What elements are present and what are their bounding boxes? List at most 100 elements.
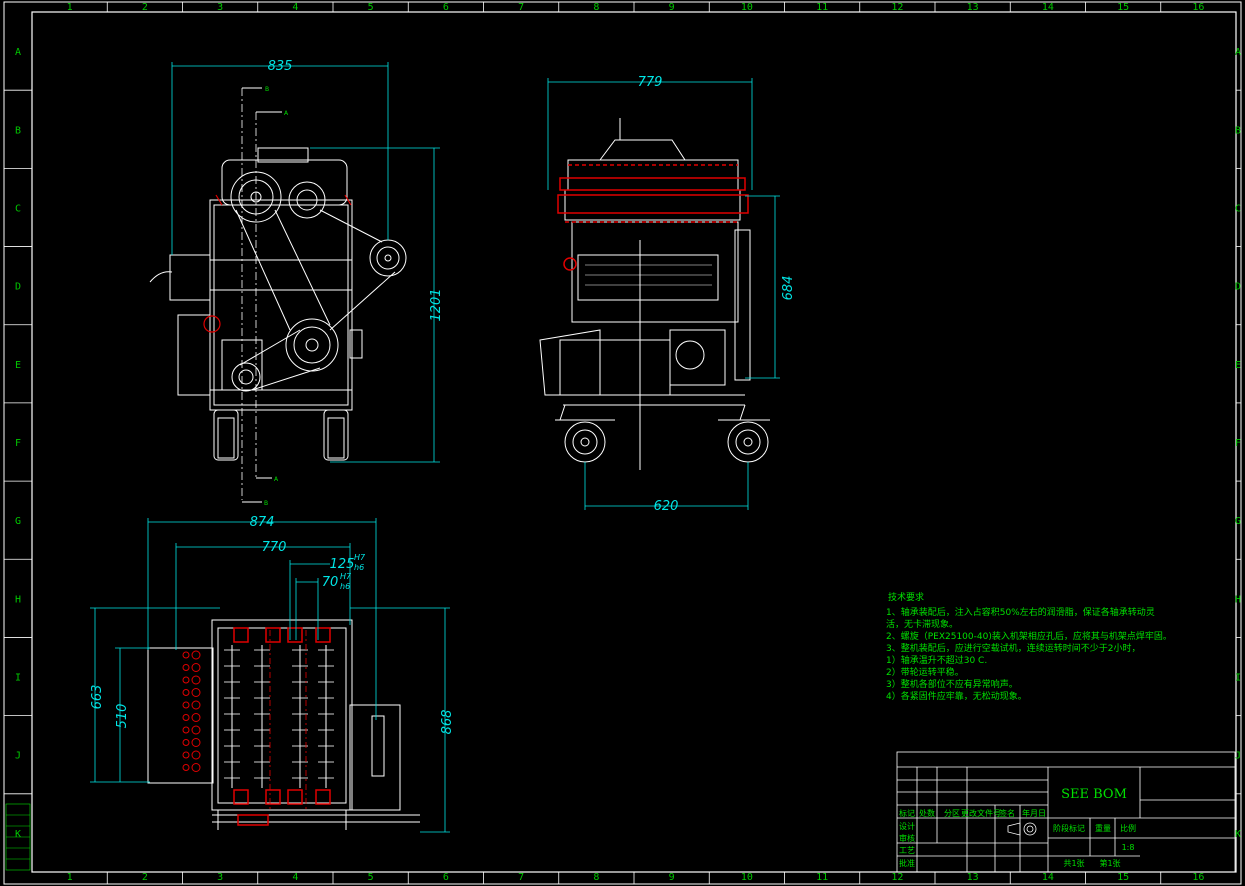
plan-detail [182,726,190,734]
revision-side-table [5,803,31,871]
plan-510-dim: 510 [115,704,130,729]
grid-col-label: 16 [1192,2,1204,13]
grid-row-label: B [1235,125,1241,136]
role-design: 设计 [899,821,915,831]
plan-view-dim-lines [90,518,450,833]
front-view-dim-lines [171,62,440,463]
sheet-number: 第1张 [1099,858,1120,868]
plan-detail [182,664,190,671]
side-top-dim: 779 [638,75,663,90]
plan-detail [182,714,190,721]
plan-detail [182,764,190,771]
front-view-red-parts [203,194,352,333]
header-count: 处数 [919,808,935,818]
grid-row-label: H [15,594,21,605]
plan-detail [191,700,201,710]
grid-col-label: 8 [593,872,599,883]
plan-detail [191,738,201,747]
plan-125-fit-upper: H7 [354,553,366,562]
grid-row-label: F [1235,438,1241,449]
plan-874-dim: 874 [250,515,275,530]
grid-col-label: 15 [1117,2,1129,13]
grid-col-label: 9 [669,2,675,13]
role-process: 工艺 [899,846,915,855]
header-zone: 分区 [944,809,960,818]
front-width-dim: 835 [268,59,293,74]
plan-detail [191,663,201,672]
grid-row-label: K [1235,829,1241,840]
grid-col-label: 13 [967,2,979,13]
plan-868-dim: 868 [440,710,455,735]
grid-col-label: 4 [292,2,298,13]
grid-row-label: D [15,282,21,293]
title-block [896,751,1236,873]
grid-row-label: G [1235,516,1241,527]
grid-row-label: C [15,203,21,214]
grid-col-label: 5 [368,2,374,13]
section-b-label-bottom: B [264,500,268,507]
grid-col-label: 14 [1042,872,1054,883]
plan-70-fit-upper: H7 [340,572,352,581]
grid-row-label: F [15,438,21,449]
grid-col-label: 6 [443,2,449,13]
plan-view [147,619,420,830]
grid-col-label: 9 [669,872,675,883]
role-review: 审核 [899,833,915,843]
notes-line-4: 3、整机装配后，应进行空载试机，连续运转时间不少于2小时， [886,642,1140,654]
label-weight: 重量 [1095,823,1111,833]
section-a-label-bottom: A [274,476,279,483]
notes-line-3: 2、螺旋（PEX25100-40)装入机架相应孔后，应将其与机架点焊牢固。 [886,630,1172,642]
side-bottom-dim: 620 [654,499,679,514]
notes-line-1: 1、轴承装配后，注入占容积50%左右的润滑脂，保证各轴承转动灵 [886,606,1155,618]
side-view-grid [585,264,712,286]
plan-detail [182,739,190,746]
plan-125-fit-lower: h6 [354,563,364,572]
plan-detail [191,650,201,660]
grid-col-label: 12 [891,872,903,883]
grid-col-label: 15 [1117,872,1129,883]
front-section-lines [241,88,257,500]
notes-line-8: 4）各紧固件应牢靠，无松动现象。 [886,690,1027,702]
plan-teeth [182,630,334,812]
grid-col-label: 2 [142,872,148,883]
grid-row-label: A [1235,47,1241,58]
grid-col-label: 10 [741,2,753,13]
grid-col-label: 3 [217,872,223,883]
grid-row-label: H [1235,594,1241,605]
sheet-total: 共1张 [1063,859,1084,868]
role-approve: 批准 [899,858,915,868]
grid-col-label: 13 [967,872,979,883]
header-signature: 签名 [999,808,1015,818]
grid-col-label: 3 [217,2,223,13]
grid-col-label: 11 [816,872,828,883]
grid-col-label: 4 [292,872,298,883]
outer-border [3,1,1242,885]
plan-detail [191,688,201,697]
grid-row-label: I [1235,673,1241,684]
section-a-label-top: A [284,110,289,117]
grid-col-label: 2 [142,2,148,13]
label-stage: 阶段标记 [1053,823,1085,833]
grid-col-label: 14 [1042,2,1054,13]
plan-detail [182,689,190,696]
header-change-doc: 更改文件号 [961,808,1001,818]
label-scale: 比例 [1120,823,1136,833]
plan-detail [182,676,190,684]
plan-detail [191,675,201,685]
plan-70-fit-lower: h6 [340,582,350,591]
plan-125-dim: 125 [330,557,355,572]
grid-row-label: E [1235,360,1241,371]
grid-row-label: E [15,360,21,371]
grid-row-label: J [15,751,21,762]
grid-col-label: 11 [816,2,828,13]
grid-col-label: 12 [891,2,903,13]
front-view [149,147,407,461]
grid-col-label: 5 [368,872,374,883]
plan-detail [191,750,201,760]
grid-row-label: I [15,673,21,684]
plan-663-dim: 663 [90,685,105,710]
grid-row-label: B [15,125,21,136]
grid-labels: 1122334455667788991010111112121313141415… [4,2,1241,884]
title-block-symbol [1007,822,1037,836]
